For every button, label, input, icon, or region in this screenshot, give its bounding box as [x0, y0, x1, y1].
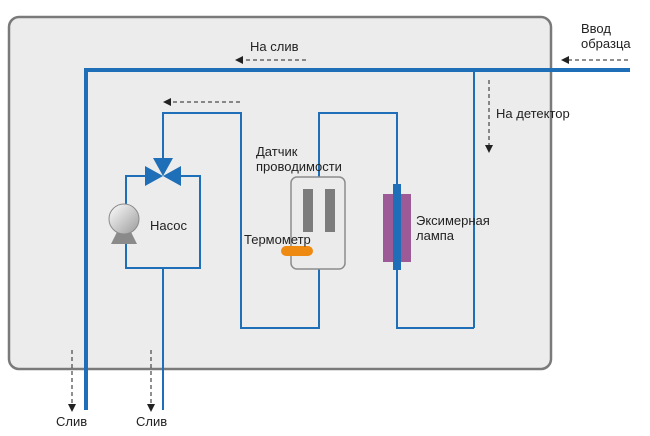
excimer-lamp [383, 184, 411, 270]
thermometer-label: Термометр [244, 232, 311, 247]
excimer-lamp-label: Эксимерная лампа [416, 213, 490, 243]
excimer-lamp-label-line1: Эксимерная [416, 213, 490, 228]
electrode-right [325, 189, 335, 232]
drain-label-1: Слив [56, 414, 88, 429]
drain-label-2: Слив [136, 414, 168, 429]
pump-icon [108, 203, 140, 244]
conductivity-sensor-label-line2: проводимости [256, 159, 342, 174]
instrument-enclosure [7, 15, 553, 371]
pump-label: Насос [150, 218, 187, 233]
thermometer-probe [281, 246, 313, 256]
conductivity-sensor-label: Датчик проводимости [256, 144, 342, 174]
main-drain-line [84, 68, 630, 410]
three-way-valve-icon [145, 158, 181, 186]
to-detector-label: На детектор [496, 106, 570, 121]
conductivity-sensor [281, 176, 346, 270]
to-drain-label: На слив [250, 39, 299, 54]
excimer-lamp-label-line2: лампа [416, 228, 455, 243]
electrode-left [303, 189, 313, 232]
sample-intake-label-line2: образца [581, 36, 631, 51]
sample-intake-label: Ввод образца [581, 21, 631, 51]
conductivity-sensor-label-line1: Датчик [256, 144, 298, 159]
sample-intake-label-line1: Ввод [581, 21, 611, 36]
